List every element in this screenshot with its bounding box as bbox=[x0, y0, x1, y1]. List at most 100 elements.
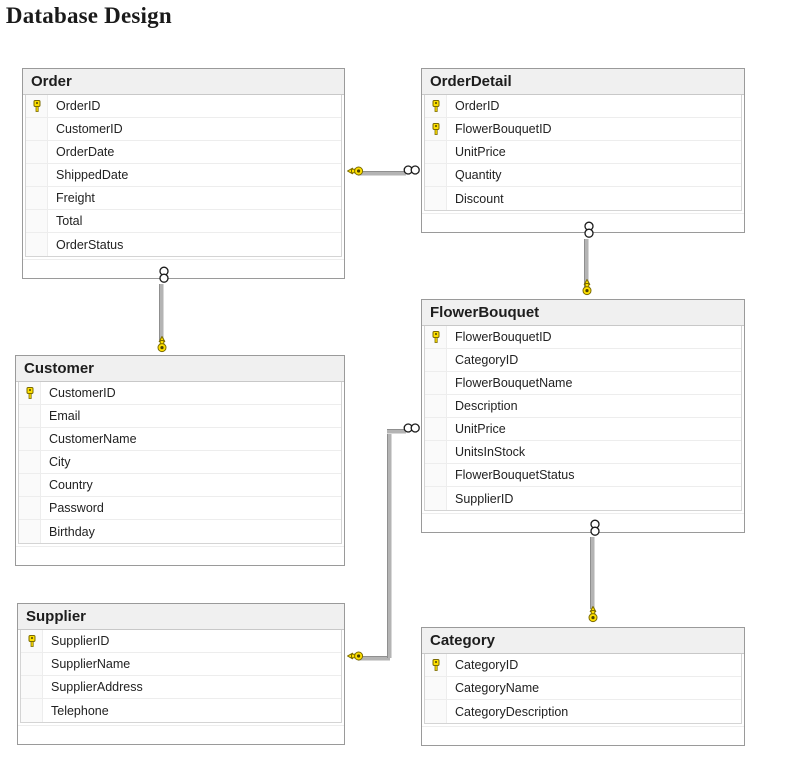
attribute-name: City bbox=[49, 455, 71, 469]
attribute-row[interactable]: UnitPrice bbox=[425, 141, 741, 164]
attribute-row[interactable]: Country bbox=[19, 474, 341, 497]
entity-title-category: Category bbox=[422, 628, 744, 654]
attribute-gutter bbox=[425, 441, 447, 463]
relationship-key-icon-flowerbouquet-orderdetail[interactable] bbox=[581, 278, 593, 296]
attribute-name: Quantity bbox=[455, 168, 502, 182]
attribute-row[interactable]: Telephone bbox=[21, 699, 341, 722]
attribute-name: FlowerBouquetStatus bbox=[455, 468, 575, 482]
attribute-row[interactable]: Discount bbox=[425, 187, 741, 210]
attribute-row[interactable]: Password bbox=[19, 497, 341, 520]
page-title: . Database Design bbox=[0, 3, 172, 28]
attribute-gutter bbox=[26, 164, 48, 186]
attribute-name: CustomerName bbox=[49, 432, 137, 446]
attribute-name: CategoryID bbox=[455, 353, 519, 367]
attribute-gutter bbox=[19, 428, 41, 450]
relationship-key-icon-order-orderdetail[interactable] bbox=[346, 165, 364, 177]
attribute-name: CategoryName bbox=[455, 681, 540, 695]
attribute-name: SupplierID bbox=[455, 491, 514, 506]
relationship-key-icon-supplier-flowerbouquet[interactable] bbox=[346, 650, 364, 662]
entity-footer-spacer bbox=[18, 725, 344, 744]
primary-key-icon bbox=[19, 382, 41, 404]
attribute-name: Description bbox=[455, 399, 518, 413]
attribute-row[interactable]: CategoryID bbox=[425, 654, 741, 677]
relationship-many-icon-order-orderdetail[interactable] bbox=[402, 164, 422, 176]
attribute-row[interactable]: OrderStatus bbox=[26, 233, 341, 256]
attribute-row[interactable]: UnitsInStock bbox=[425, 441, 741, 464]
attribute-row[interactable]: CategoryName bbox=[425, 677, 741, 700]
attribute-row[interactable]: Total bbox=[26, 210, 341, 233]
attribute-row[interactable]: FlowerBouquetID bbox=[425, 326, 741, 349]
attribute-row[interactable]: CategoryDescription bbox=[425, 700, 741, 723]
attribute-row[interactable]: OrderDate bbox=[26, 141, 341, 164]
entity-footer-spacer bbox=[422, 213, 744, 232]
relationship-many-icon-supplier-flowerbouquet[interactable] bbox=[402, 422, 422, 434]
attribute-row[interactable]: SupplierID bbox=[21, 630, 341, 653]
attribute-gutter bbox=[21, 676, 43, 698]
relationship-key-icon-category-flowerbouquet[interactable] bbox=[587, 605, 599, 623]
relationship-line-flowerbouquet-orderdetail[interactable] bbox=[584, 239, 589, 287]
attribute-row[interactable]: Freight bbox=[26, 187, 341, 210]
attribute-row[interactable]: SupplierName bbox=[21, 653, 341, 676]
attribute-name: UnitPrice bbox=[455, 422, 506, 436]
attribute-row[interactable]: SupplierID bbox=[425, 487, 741, 510]
attribute-name: ShippedDate bbox=[56, 168, 129, 182]
entity-footer-spacer bbox=[422, 513, 744, 532]
attribute-name: FlowerBouquetID bbox=[455, 330, 552, 344]
relationship-line-order-orderdetail[interactable] bbox=[358, 171, 406, 176]
relationship-key-icon-customer-order[interactable] bbox=[156, 335, 168, 353]
attribute-name: OrderID bbox=[455, 99, 500, 113]
attribute-name: Total bbox=[56, 214, 83, 228]
attribute-name: Password bbox=[49, 501, 104, 515]
attribute-row[interactable]: FlowerBouquetName bbox=[425, 372, 741, 395]
relationship-line-category-flowerbouquet[interactable] bbox=[590, 537, 595, 609]
attribute-row[interactable]: Email bbox=[19, 405, 341, 428]
primary-key-icon bbox=[425, 326, 447, 348]
attribute-row[interactable]: CustomerID bbox=[19, 382, 341, 405]
primary-key-icon bbox=[425, 95, 447, 117]
primary-key-icon bbox=[425, 118, 447, 140]
attribute-name: FlowerBouquetName bbox=[455, 376, 573, 390]
attribute-row[interactable]: Description bbox=[425, 395, 741, 418]
attribute-name: UnitPrice bbox=[455, 145, 506, 159]
attribute-gutter bbox=[425, 187, 447, 210]
attribute-list: FlowerBouquetID CategoryID FlowerBouquetNa… bbox=[424, 326, 742, 511]
attribute-row[interactable]: FlowerBouquetID bbox=[425, 118, 741, 141]
relationship-line-supplier-flowerbouquet[interactable] bbox=[387, 429, 406, 434]
attribute-name: CustomerID bbox=[49, 386, 116, 400]
attribute-gutter bbox=[425, 677, 447, 699]
attribute-name: OrderStatus bbox=[56, 237, 124, 252]
relationship-many-icon-customer-order[interactable] bbox=[158, 265, 170, 285]
attribute-row[interactable]: OrderID bbox=[26, 95, 341, 118]
attribute-row[interactable]: OrderID bbox=[425, 95, 741, 118]
entity-title-customer: Customer bbox=[16, 356, 344, 382]
entity-title-supplier: Supplier bbox=[18, 604, 344, 630]
attribute-row[interactable]: CustomerID bbox=[26, 118, 341, 141]
attribute-row[interactable]: CustomerName bbox=[19, 428, 341, 451]
attribute-row[interactable]: Quantity bbox=[425, 164, 741, 187]
attribute-row[interactable]: FlowerBouquetStatus bbox=[425, 464, 741, 487]
relationship-line-supplier-flowerbouquet[interactable] bbox=[358, 656, 390, 661]
relationship-many-icon-flowerbouquet-orderdetail[interactable] bbox=[583, 220, 595, 240]
relationship-many-icon-category-flowerbouquet[interactable] bbox=[589, 518, 601, 538]
attribute-gutter bbox=[425, 349, 447, 371]
attribute-gutter bbox=[425, 700, 447, 723]
attribute-row[interactable]: City bbox=[19, 451, 341, 474]
relationship-line-customer-order[interactable] bbox=[159, 284, 164, 340]
attribute-row[interactable]: ShippedDate bbox=[26, 164, 341, 187]
attribute-row[interactable]: CategoryID bbox=[425, 349, 741, 372]
attribute-name: Country bbox=[49, 478, 93, 492]
relationship-line-supplier-flowerbouquet[interactable] bbox=[387, 430, 392, 658]
attribute-gutter bbox=[26, 141, 48, 163]
attribute-row[interactable]: Birthday bbox=[19, 520, 341, 543]
attribute-name: Telephone bbox=[51, 703, 109, 718]
attribute-row[interactable]: UnitPrice bbox=[425, 418, 741, 441]
attribute-gutter bbox=[425, 418, 447, 440]
attribute-row[interactable]: SupplierAddress bbox=[21, 676, 341, 699]
